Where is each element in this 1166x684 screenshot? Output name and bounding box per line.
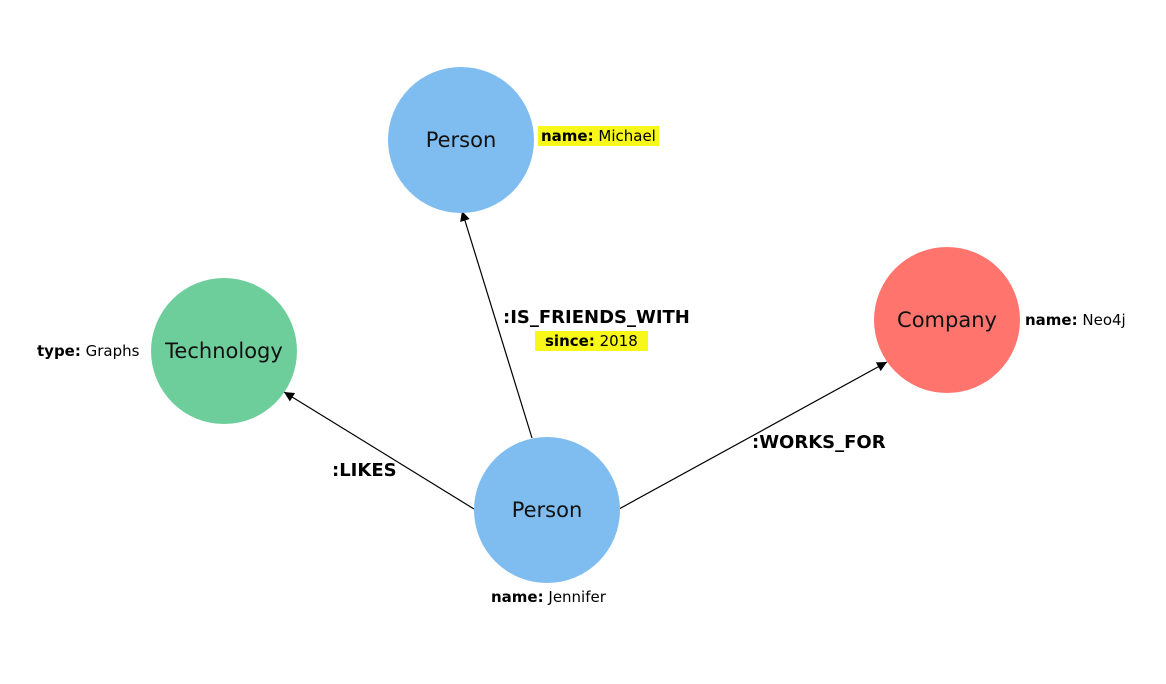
node-property-jennifer: name: Jennifer xyxy=(491,587,606,607)
property-key: name: xyxy=(491,588,544,606)
property-key: name: xyxy=(541,127,594,145)
node-property-company: name: Neo4j xyxy=(1025,310,1126,330)
property-value: Jennifer xyxy=(548,588,606,606)
node-property-michael: name: Michael xyxy=(538,126,659,146)
relationship-label-is-friends-with: :IS_FRIENDS_WITH xyxy=(503,307,690,328)
property-key: name: xyxy=(1025,311,1078,329)
node-person-jennifer[interactable]: Person xyxy=(474,437,620,583)
node-technology[interactable]: Technology xyxy=(151,278,297,424)
node-label: Person xyxy=(425,128,497,152)
node-company[interactable]: Company xyxy=(874,247,1020,393)
property-value: Michael xyxy=(598,127,656,145)
property-key: type: xyxy=(37,342,81,360)
relationship-label-likes: :LIKES xyxy=(332,460,397,481)
node-label: Person xyxy=(511,498,583,522)
property-value: Graphs xyxy=(85,342,140,360)
property-key: since: xyxy=(545,332,595,350)
edge-works-for[interactable] xyxy=(618,361,888,510)
relationship-property-since: since: 2018 xyxy=(535,331,648,351)
relationship-label-works-for: :WORKS_FOR xyxy=(752,432,886,453)
node-label: Technology xyxy=(165,339,283,363)
node-label: Company xyxy=(897,308,997,332)
property-value: 2018 xyxy=(599,332,638,350)
edge-is-friends-with[interactable] xyxy=(460,210,533,439)
node-property-technology: type: Graphs xyxy=(37,341,139,361)
node-person-michael[interactable]: Person xyxy=(388,67,534,213)
property-value: Neo4j xyxy=(1082,311,1126,329)
edge-likes[interactable] xyxy=(283,391,475,510)
